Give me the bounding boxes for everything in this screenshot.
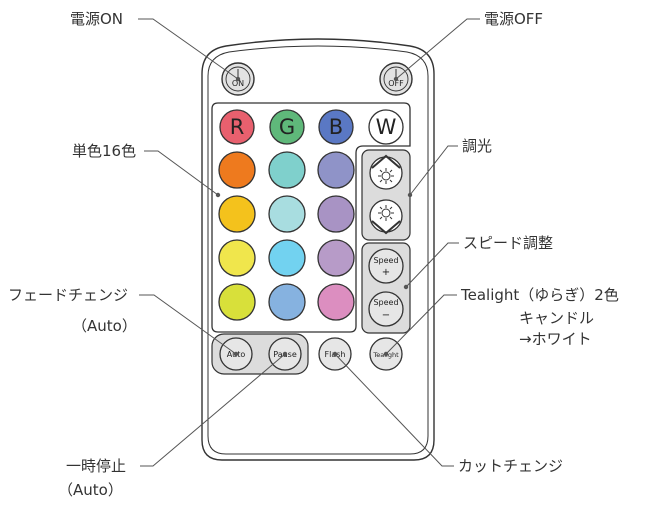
color-button-1-3[interactable]: [318, 109, 354, 145]
label-fade-change-auto: （Auto）: [72, 317, 137, 335]
color-button-1-2[interactable]: [269, 109, 305, 145]
remote-inner-body: [207, 45, 429, 455]
color-button-4-2[interactable]: [268, 239, 306, 277]
off-label: OFF: [388, 79, 404, 88]
color-button-grid: [218, 109, 404, 321]
label-pause-auto: （Auto）: [58, 481, 123, 499]
color-button-5-3[interactable]: [317, 283, 355, 321]
color-button-4-1[interactable]: [218, 239, 256, 277]
color-button-2-3[interactable]: [317, 151, 355, 189]
label-single-color: 単色16色: [72, 142, 136, 160]
label-power-on: 電源ON: [70, 10, 123, 28]
color-button-1-1[interactable]: [219, 109, 255, 145]
color-button-2-1[interactable]: [218, 151, 256, 189]
label-cut-change: カットチェンジ: [458, 457, 563, 475]
dimmer-up-button[interactable]: [369, 154, 403, 190]
label-power-off: 電源OFF: [484, 10, 543, 28]
g-label: G: [279, 115, 295, 139]
color-button-5-2[interactable]: [268, 283, 306, 321]
color-button-2-2[interactable]: [268, 151, 306, 189]
label-fade-change: フェードチェンジ: [8, 286, 128, 304]
sun-icon: [378, 168, 394, 184]
label-tealight: Tealight（ゆらぎ）2色: [460, 286, 619, 304]
dimmer-down-button[interactable]: [369, 199, 403, 235]
speed-down-label: Speed: [373, 298, 398, 307]
speed-up-button[interactable]: Speed +: [368, 248, 404, 284]
label-pause: 一時停止: [66, 457, 126, 475]
plus-label: +: [382, 267, 390, 278]
color-button-3-2[interactable]: [268, 195, 306, 233]
label-white: →ホワイト: [519, 330, 592, 348]
label-dimmer: 調光: [462, 137, 492, 155]
color-button-1-4[interactable]: [368, 109, 404, 145]
sun-icon: [378, 205, 394, 221]
w-label: W: [376, 115, 397, 139]
color-button-4-3[interactable]: [317, 239, 355, 277]
color-button-3-1[interactable]: [218, 195, 256, 233]
speed-down-button[interactable]: Speed −: [368, 291, 404, 327]
speed-up-label: Speed: [373, 256, 398, 265]
r-label: R: [230, 115, 245, 139]
on-label: ON: [232, 79, 244, 88]
label-speed-adjust: スピード調整: [463, 234, 553, 252]
color-button-5-1[interactable]: [218, 283, 256, 321]
b-label: B: [329, 115, 343, 139]
label-candle: キャンドル: [519, 309, 594, 327]
leader-dots: [215, 76, 413, 357]
leader-lines: [138, 18, 480, 467]
color-button-3-3[interactable]: [317, 195, 355, 233]
minus-label: −: [382, 310, 390, 321]
color-panel: [211, 102, 411, 333]
